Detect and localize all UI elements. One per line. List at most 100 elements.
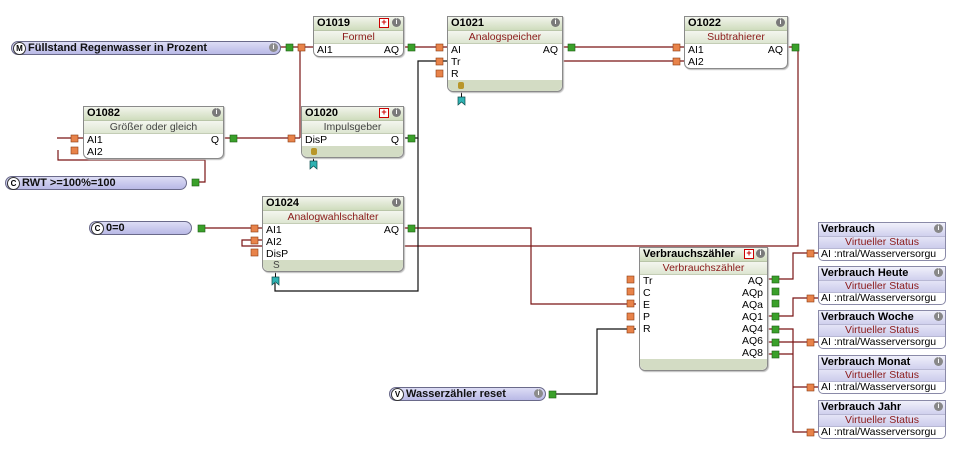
port-label: DisP bbox=[305, 134, 328, 146]
wire bbox=[553, 328, 636, 395]
status-input: AI :ntral/Wasserversorgu bbox=[821, 293, 937, 304]
info-icon[interactable]: i bbox=[392, 18, 401, 27]
block-id: O1020 bbox=[305, 107, 339, 119]
constant-badge-icon: C bbox=[7, 177, 20, 190]
port-label: R bbox=[643, 323, 651, 335]
input-pin bbox=[70, 146, 79, 155]
port-label: Q bbox=[210, 134, 219, 146]
port-label: AI2 bbox=[87, 146, 103, 158]
input-pin bbox=[70, 134, 79, 143]
flag-connector-icon bbox=[309, 160, 318, 170]
wire bbox=[768, 353, 818, 388]
virtual-status-verbrauch-woche[interactable]: Verbrauch Woche i Virtueller Status AI :… bbox=[818, 310, 946, 349]
block-o1019[interactable]: O1019 + i Formel AI1 AQ bbox=[313, 16, 404, 57]
wire bbox=[768, 252, 818, 280]
info-icon[interactable]: i bbox=[934, 402, 943, 411]
wire bbox=[404, 227, 636, 305]
port-label: DisP bbox=[266, 248, 289, 260]
output-pin bbox=[771, 325, 780, 334]
info-icon[interactable]: i bbox=[269, 43, 278, 52]
info-icon[interactable]: i bbox=[934, 357, 943, 366]
info-icon[interactable]: i bbox=[756, 249, 765, 258]
port-label: AQ1 bbox=[741, 311, 763, 323]
info-icon[interactable]: i bbox=[392, 108, 401, 117]
input-pin bbox=[806, 294, 815, 303]
input-pin bbox=[626, 299, 635, 308]
port-label: AI1 bbox=[87, 134, 103, 146]
block-id: O1082 bbox=[87, 107, 121, 119]
port-label: AQ6 bbox=[741, 335, 763, 347]
output-pin bbox=[771, 275, 780, 284]
info-icon[interactable]: i bbox=[551, 18, 560, 27]
storage-icon bbox=[311, 148, 317, 155]
block-type: Subtrahierer bbox=[685, 31, 787, 44]
wire bbox=[555, 47, 684, 62]
wire bbox=[768, 328, 818, 433]
input-pin bbox=[806, 249, 815, 258]
status-type: Virtueller Status bbox=[819, 237, 945, 249]
status-title: Verbrauch Monat bbox=[821, 356, 911, 368]
info-icon[interactable]: i bbox=[934, 268, 943, 277]
expand-icon[interactable]: + bbox=[379, 108, 389, 118]
status-title: Verbrauch Woche bbox=[821, 311, 914, 323]
memory-input-fuellstand[interactable]: M Füllstand Regenwasser in Prozent i bbox=[11, 41, 281, 55]
expand-icon[interactable]: + bbox=[744, 249, 754, 259]
block-o1022[interactable]: O1022 i Subtrahierer AI1 AQ AI2 bbox=[684, 16, 788, 69]
output-pin bbox=[407, 134, 416, 143]
block-o1020[interactable]: O1020 + i Impulsgeber DisP Q bbox=[301, 106, 404, 158]
block-o1021[interactable]: O1021 i Analogspeicher AI AQ Tr R bbox=[447, 16, 563, 92]
status-title: Verbrauch Heute bbox=[821, 267, 909, 279]
port-label: E bbox=[643, 299, 651, 311]
virtual-status-verbrauch[interactable]: Verbrauch i Virtueller Status AI :ntral/… bbox=[818, 222, 946, 261]
virtual-badge-icon: V bbox=[391, 388, 404, 401]
virtual-input-wasserzaehler-reset[interactable]: V Wasserzähler reset i bbox=[389, 387, 546, 401]
input-pin bbox=[435, 57, 444, 66]
status-type: Virtueller Status bbox=[819, 325, 945, 337]
storage-icon bbox=[458, 82, 464, 89]
block-o1024[interactable]: O1024 i Analogwahlschalter AI1 AQ AI2 Di… bbox=[262, 196, 404, 272]
output-pin bbox=[771, 299, 780, 308]
virtual-status-verbrauch-heute[interactable]: Verbrauch Heute i Virtueller Status AI :… bbox=[818, 266, 946, 305]
input-pin bbox=[806, 338, 815, 347]
input-label: Füllstand Regenwasser in Prozent bbox=[28, 42, 208, 54]
output-pin bbox=[771, 312, 780, 321]
input-label: 0=0 bbox=[106, 222, 125, 234]
port-label: AQ bbox=[747, 275, 763, 287]
status-title: Verbrauch bbox=[821, 223, 875, 235]
port-label: AQ bbox=[383, 224, 399, 236]
output-pin bbox=[771, 350, 780, 359]
block-verbrauchszaehler[interactable]: Verbrauchszähler + i Verbrauchszähler Tr… bbox=[639, 247, 768, 371]
info-icon[interactable]: i bbox=[934, 312, 943, 321]
expand-icon[interactable]: + bbox=[379, 18, 389, 28]
input-pin bbox=[250, 224, 259, 233]
output-pin bbox=[197, 224, 206, 233]
port-label: AQ8 bbox=[741, 347, 763, 359]
output-pin bbox=[771, 338, 780, 347]
input-pin bbox=[297, 43, 306, 52]
port-label: AQp bbox=[741, 287, 763, 299]
info-icon[interactable]: i bbox=[534, 389, 543, 398]
info-icon[interactable]: i bbox=[392, 198, 401, 207]
block-o1082[interactable]: O1082 i Größer oder gleich AI1 Q AI2 bbox=[83, 106, 224, 159]
constant-badge-icon: C bbox=[91, 222, 104, 235]
wire bbox=[768, 297, 818, 317]
port-label: AI bbox=[451, 44, 461, 56]
output-pin bbox=[285, 43, 294, 52]
status-input: AI :ntral/Wasserversorgu bbox=[821, 337, 937, 348]
port-label: AI2 bbox=[266, 236, 282, 248]
info-icon[interactable]: i bbox=[212, 108, 221, 117]
constant-input-rwt[interactable]: C RWT >=100%=100 bbox=[5, 176, 187, 190]
input-pin bbox=[626, 287, 635, 296]
wire bbox=[405, 60, 448, 139]
virtual-status-verbrauch-monat[interactable]: Verbrauch Monat i Virtueller Status AI :… bbox=[818, 355, 946, 394]
info-icon[interactable]: i bbox=[776, 18, 785, 27]
virtual-status-verbrauch-jahr[interactable]: Verbrauch Jahr i Virtueller Status AI :n… bbox=[818, 400, 946, 439]
input-pin bbox=[806, 428, 815, 437]
constant-input-zero[interactable]: C 0=0 bbox=[89, 221, 192, 235]
port-label: P bbox=[643, 311, 651, 323]
info-icon[interactable]: i bbox=[934, 224, 943, 233]
input-pin bbox=[250, 248, 259, 257]
block-id: O1022 bbox=[688, 17, 722, 29]
block-type: Verbrauchszähler bbox=[640, 262, 767, 275]
port-label: AI1 bbox=[688, 44, 704, 56]
